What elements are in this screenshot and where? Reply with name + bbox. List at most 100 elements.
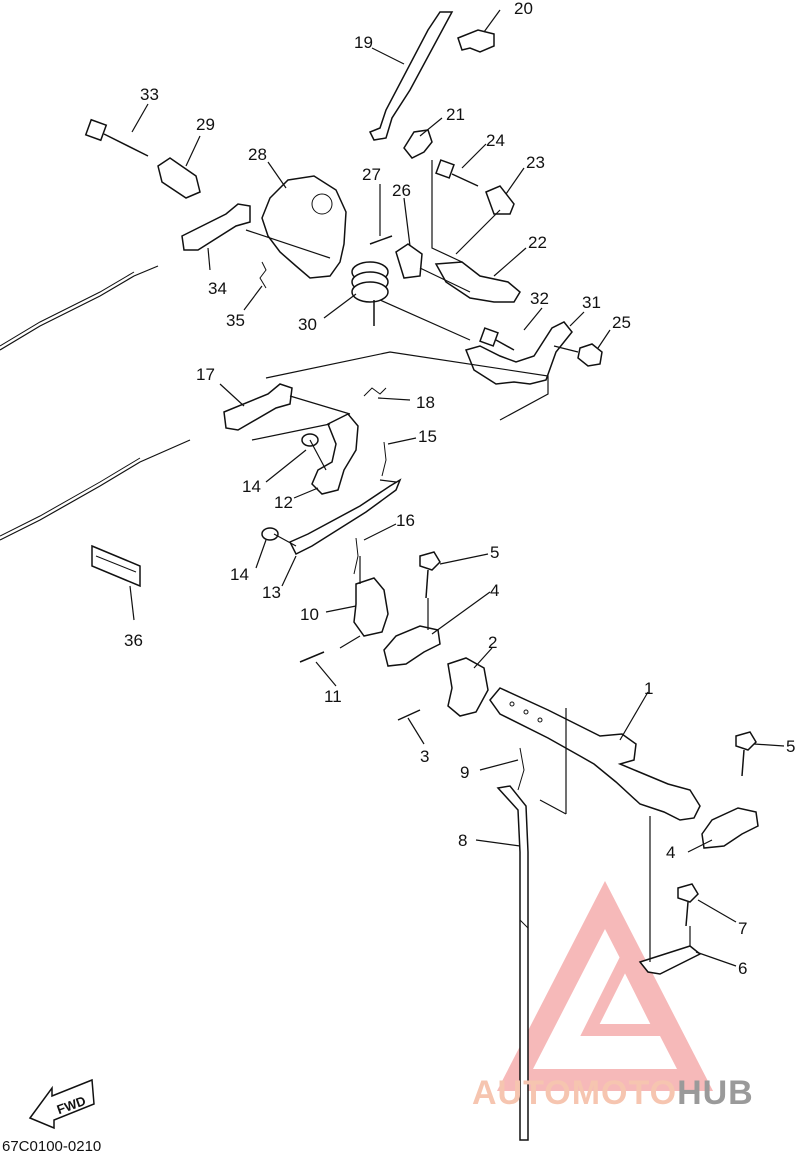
part-3-pin xyxy=(397,709,421,721)
part-30-spring xyxy=(351,261,389,326)
part-10-lever xyxy=(353,577,389,637)
part-9-clip xyxy=(517,747,525,791)
bracket-hole xyxy=(311,193,333,215)
callout-23: 23 xyxy=(526,153,545,172)
fwd-arrow-icon: FWD xyxy=(28,1078,95,1130)
part-24-bolt xyxy=(435,159,479,187)
bracket-frame xyxy=(265,351,549,421)
callout-5-a: 5 xyxy=(490,543,499,562)
part-28-bracket xyxy=(261,175,347,279)
leader-lines xyxy=(129,9,785,967)
part-31-bracket xyxy=(464,321,573,385)
callout-14-b: 14 xyxy=(230,565,249,584)
callout-24: 24 xyxy=(486,131,505,150)
callout-16: 16 xyxy=(396,511,415,530)
callout-7: 7 xyxy=(738,919,747,938)
part-13-link-rod xyxy=(288,478,402,556)
shaft-hole-a xyxy=(509,701,515,707)
callout-5-b: 5 xyxy=(786,737,795,756)
shaft-frame xyxy=(539,708,567,815)
part-18-clip xyxy=(363,387,387,397)
callout-2: 2 xyxy=(488,633,497,652)
part-1-shift-shaft xyxy=(489,687,701,821)
part-6-plate xyxy=(638,945,702,975)
part-34-cable-joint xyxy=(181,203,251,251)
callout-13: 13 xyxy=(262,583,281,602)
shaft-hole-b xyxy=(523,709,529,715)
callout-3: 3 xyxy=(420,747,429,766)
part-33-bolt xyxy=(84,118,149,157)
callout-6: 6 xyxy=(738,959,747,978)
callout-35: 35 xyxy=(226,311,245,330)
callout-19: 19 xyxy=(354,33,373,52)
part-7-bolt xyxy=(677,883,699,927)
callout-11: 11 xyxy=(324,687,342,706)
part-8-shift-rod xyxy=(496,785,529,1141)
callout-25: 25 xyxy=(612,313,631,332)
part-17-cable-joint xyxy=(223,383,293,431)
callout-21: 21 xyxy=(446,105,465,124)
part-5-bolt-a xyxy=(419,551,441,599)
shaft-hole-c xyxy=(537,717,543,723)
part-36-label xyxy=(91,544,141,588)
callout-14-a: 14 xyxy=(242,477,261,496)
part-23-collar xyxy=(485,185,515,215)
callout-30: 30 xyxy=(298,315,317,334)
upper-cable-edge xyxy=(0,271,135,347)
part-27-pin xyxy=(369,235,393,245)
middle-cable xyxy=(0,439,191,541)
callout-18: 18 xyxy=(416,393,435,412)
callout-4-a: 4 xyxy=(490,581,499,600)
brand-part-1: AUTOMOTO xyxy=(472,1074,678,1112)
callout-32: 32 xyxy=(530,289,549,308)
diagram-code: 67C0100-0210 xyxy=(2,1138,102,1155)
guide-lines-upper xyxy=(245,160,579,353)
callout-34: 34 xyxy=(208,279,227,298)
callout-20: 20 xyxy=(514,0,533,18)
callout-28: 28 xyxy=(248,145,267,164)
watermark-brand: AUTOMOTOHUB xyxy=(472,1074,754,1113)
callout-29: 29 xyxy=(196,115,215,134)
guide-lines-middle xyxy=(251,395,429,649)
middle-cable-edge xyxy=(0,457,141,537)
guide-lines-lower xyxy=(649,816,691,962)
callout-4-b: 4 xyxy=(666,843,675,862)
part-35-clip xyxy=(259,261,267,289)
part-14-washer-b xyxy=(261,527,279,541)
part-4-collar-b xyxy=(701,807,759,849)
callout-8: 8 xyxy=(458,831,467,850)
part-32-bolt xyxy=(479,327,515,351)
callout-12: 12 xyxy=(274,493,293,512)
callout-31: 31 xyxy=(582,293,601,312)
callout-17: 17 xyxy=(196,365,215,384)
callout-9: 9 xyxy=(460,763,469,782)
part-16-clip xyxy=(353,537,359,575)
part-25-nut xyxy=(577,343,603,367)
part-12-lever xyxy=(311,413,359,495)
part-5-bolt-b xyxy=(735,731,757,777)
part-4-collar-a xyxy=(383,625,441,667)
part-22-lever xyxy=(434,261,521,303)
brand-part-2: HUB xyxy=(677,1074,754,1112)
callout-27: 27 xyxy=(362,165,381,184)
callout-15: 15 xyxy=(418,427,437,446)
callout-10: 10 xyxy=(300,605,319,624)
part-26-collar xyxy=(395,243,423,279)
callout-26: 26 xyxy=(392,181,411,200)
callout-22: 22 xyxy=(528,233,547,252)
part-2-lever xyxy=(447,657,489,717)
part-11-pin xyxy=(299,651,325,663)
upper-cable xyxy=(0,265,159,351)
callout-labels: 19 20 21 24 23 22 27 26 28 29 33 34 35 3… xyxy=(124,0,795,978)
part-21-clip xyxy=(403,129,433,159)
part-20-clip xyxy=(457,29,495,53)
part-19-link-rod xyxy=(368,11,454,141)
callout-33: 33 xyxy=(140,85,159,104)
rod-break xyxy=(519,919,529,929)
callout-1: 1 xyxy=(644,679,653,698)
part-15-clip xyxy=(381,441,387,477)
watermark-triangle-logo xyxy=(496,880,714,1091)
part-29-collar xyxy=(157,157,201,199)
callout-36: 36 xyxy=(124,631,143,650)
